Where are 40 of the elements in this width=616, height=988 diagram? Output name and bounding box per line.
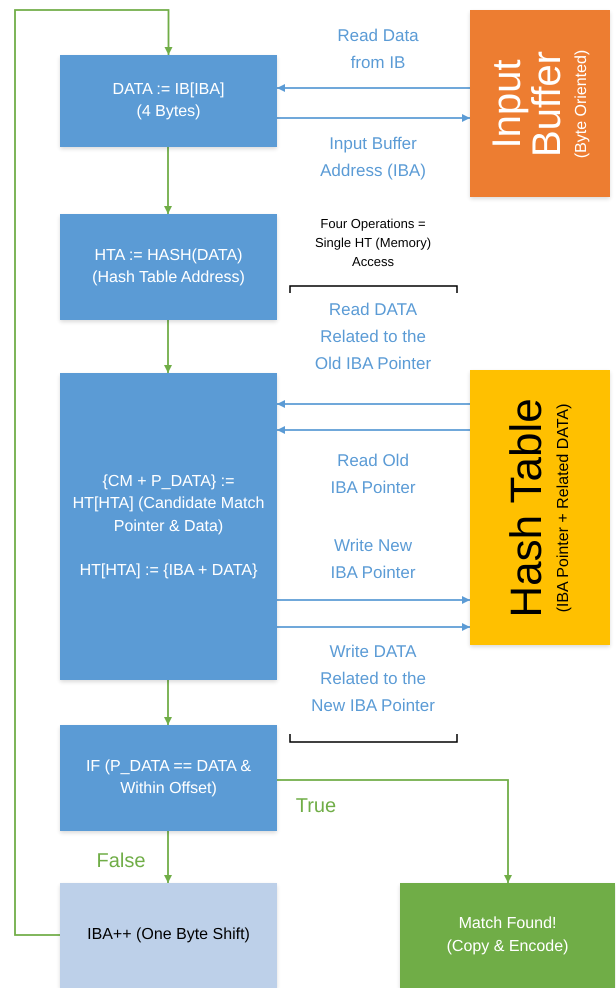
process-box — [60, 373, 277, 680]
arrow — [164, 147, 172, 214]
arrow — [277, 400, 470, 408]
block-subtitle: (Byte Oriented) — [572, 49, 591, 158]
edge-label: Read Old IBA Pointer — [329, 450, 417, 500]
process-box — [60, 214, 277, 320]
arrow — [277, 622, 470, 632]
step-text: {CM + P_DATA} := HT[HTA] (Candidate Match Pointer & Data) — [72, 472, 265, 536]
arrow — [277, 114, 470, 122]
arrow — [164, 320, 172, 373]
process-box — [60, 55, 277, 147]
block-title: Input Buffer — [486, 50, 567, 158]
step-text: HT[HTA] := {IBA + DATA} — [80, 560, 258, 581]
step-text: IF (P_DATA == DATA & Within Offset) — [84, 756, 252, 799]
process-box — [60, 883, 277, 988]
block-title: Hash Table — [504, 396, 549, 620]
arrow — [164, 831, 172, 883]
arrow — [277, 779, 512, 883]
arrow — [277, 84, 470, 92]
step-text: HTA := HASH(DATA) (Hash Table Address) — [91, 246, 246, 288]
arrow — [164, 680, 172, 725]
input-buffer-block — [470, 10, 610, 197]
arrow — [277, 596, 470, 604]
result-box — [400, 883, 615, 988]
edge-label: Read DATA Related to the Old IBA Pointer — [314, 299, 432, 376]
edge-label: False — [96, 849, 146, 874]
hash-table-block — [470, 370, 610, 645]
edge-label: Input Buffer Address (IBA) — [319, 133, 427, 182]
edge-label: True — [294, 794, 338, 819]
edge-label: Write DATA Related to the New IBA Pointer — [310, 641, 436, 718]
step-text: Match Found! (Copy & Encode) — [446, 914, 570, 956]
block-subtitle: (IBA Pointer + Related DATA) — [554, 403, 573, 612]
decision-box — [60, 725, 277, 831]
arrow — [14, 9, 173, 936]
step-text: IBA++ (One Byte Shift) — [87, 925, 250, 946]
edge-label: Read Data from IB — [336, 25, 420, 74]
edge-label: Write New IBA Pointer — [329, 535, 417, 584]
step-text: DATA := IB[IBA] (4 Bytes) — [112, 80, 226, 122]
arrow — [277, 426, 470, 434]
note: Four Operations = Single HT (Memory) Access — [314, 215, 432, 271]
